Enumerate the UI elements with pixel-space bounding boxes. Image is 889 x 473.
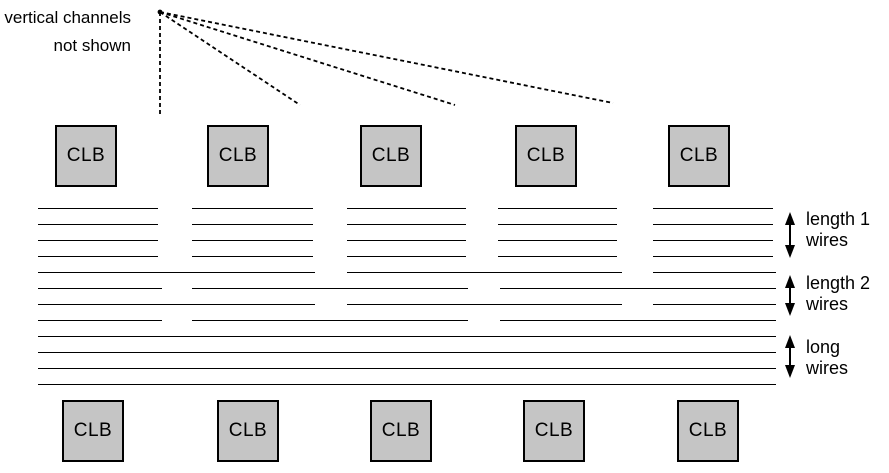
arrow-head-down-icon	[784, 245, 795, 258]
long-range-arrow-icon	[784, 335, 796, 378]
clb-box: CLB	[62, 400, 124, 462]
fan-origin-dot	[157, 9, 163, 15]
arrow-head-down-icon	[784, 303, 795, 316]
length2-wire-segment	[38, 272, 315, 274]
arrow-stem	[789, 286, 791, 305]
length2-wire-segment	[347, 272, 622, 274]
wire-group-label-line: wires	[806, 230, 849, 250]
long-wire-segment	[38, 352, 776, 354]
wire-group-label-line: wires	[806, 294, 849, 314]
arrow-head-up-icon	[784, 212, 795, 225]
length2-wire-segment	[347, 304, 622, 306]
clb-box: CLB	[523, 400, 585, 462]
clb-label: CLB	[73, 420, 113, 441]
wire-group-label-line: length 1	[806, 209, 871, 229]
length1-wire-segment	[38, 256, 158, 258]
clb-label: CLB	[228, 420, 268, 441]
clb-box: CLB	[515, 125, 577, 187]
clb-box: CLB	[207, 125, 269, 187]
length1-wire-segment	[38, 224, 158, 226]
clb-label: CLB	[218, 145, 258, 166]
long-wire-segment	[38, 384, 776, 386]
length1-wire-segment	[192, 240, 313, 242]
wire-group-label-line: long	[806, 337, 841, 357]
length2-range-arrow-icon	[784, 275, 796, 316]
length1-wire-segment	[653, 208, 773, 210]
wire-group-label-line: length 2	[806, 273, 871, 293]
length2-wire-segment	[192, 288, 468, 290]
length2-wire-segment	[38, 288, 162, 290]
length1-wire-segment	[653, 224, 773, 226]
clb-label: CLB	[371, 145, 411, 166]
length2-wire-segment	[38, 304, 315, 306]
wire-group-label-line: wires	[806, 358, 849, 378]
length1-wire-segment	[498, 208, 617, 210]
annotation-line: not shown	[53, 36, 132, 55]
arrow-head-up-icon	[784, 275, 795, 288]
clb-label: CLB	[679, 145, 719, 166]
clb-box: CLB	[677, 400, 739, 462]
clb-box: CLB	[55, 125, 117, 187]
clb-label: CLB	[66, 145, 106, 166]
length2-wire-segment	[653, 304, 776, 306]
length1-wire-segment	[38, 240, 158, 242]
clb-label: CLB	[688, 420, 728, 441]
long-wire-segment	[38, 368, 776, 370]
length1-wire-segment	[347, 224, 466, 226]
arrow-stem	[789, 223, 791, 247]
annotation-line: vertical channels	[4, 8, 131, 27]
length1-wire-segment	[192, 208, 313, 210]
length1-range-arrow-icon	[784, 212, 796, 258]
long-wire-segment	[38, 336, 776, 338]
length1-wire-segment	[192, 224, 313, 226]
length1-wire-segment	[192, 256, 313, 258]
length1-wire-segment	[347, 256, 466, 258]
length1-wire-segment	[498, 224, 617, 226]
length2-wire-segment	[500, 320, 776, 322]
length1-wire-segment	[38, 208, 158, 210]
length2-wire-segment	[192, 320, 468, 322]
length1-wire-segment	[653, 240, 773, 242]
clb-label: CLB	[381, 420, 421, 441]
arrow-stem	[789, 346, 791, 367]
arrow-head-up-icon	[784, 335, 795, 348]
clb-box: CLB	[360, 125, 422, 187]
vertical-channels-annotation: vertical channels not shown	[0, 4, 131, 60]
length1-wire-segment	[498, 240, 617, 242]
length2-wire-segment	[38, 320, 162, 322]
clb-box: CLB	[668, 125, 730, 187]
clb-box: CLB	[370, 400, 432, 462]
vertical-channel-dashed-line	[159, 11, 614, 104]
arrow-head-down-icon	[784, 365, 795, 378]
length1-wire-segment	[347, 240, 466, 242]
clb-box: CLB	[217, 400, 279, 462]
length1-wire-segment	[653, 256, 773, 258]
vertical-channel-dashed-line	[159, 11, 456, 106]
length2-wire-segment	[500, 288, 776, 290]
clb-label: CLB	[534, 420, 574, 441]
length2-wire-segment	[653, 272, 776, 274]
length1-wire-segment	[347, 208, 466, 210]
clb-label: CLB	[526, 145, 566, 166]
length1-wire-segment	[498, 256, 617, 258]
vertical-channel-dashed-line	[159, 11, 301, 106]
